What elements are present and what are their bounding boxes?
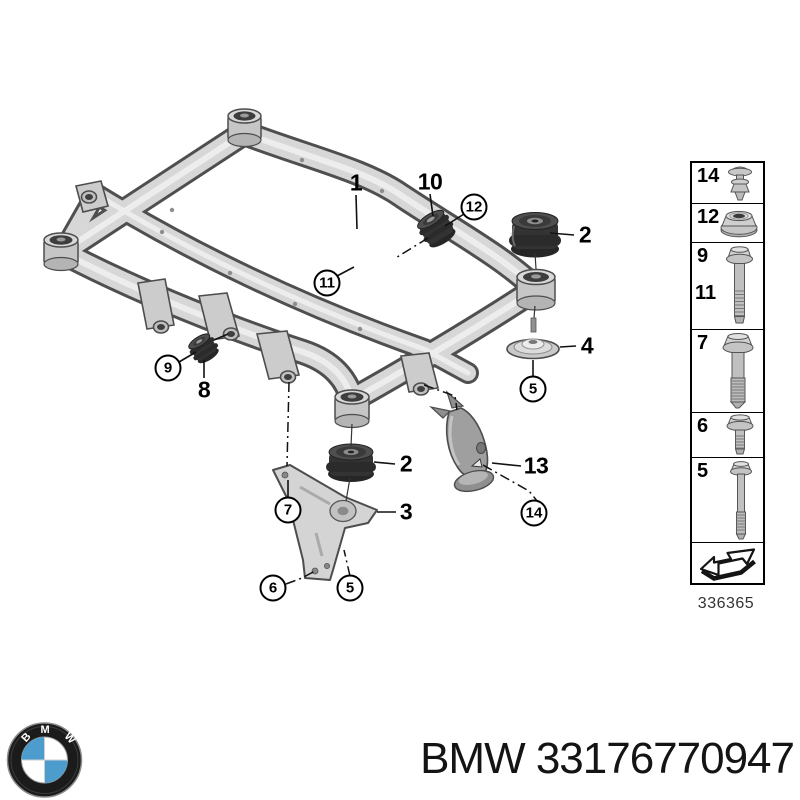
callout-4: 4 [580,332,594,359]
callout-11: 11 [313,269,341,297]
mount-lower-center [334,389,370,429]
bmw-logo: B M W [6,722,83,798]
callout-12: 12 [460,193,488,221]
callout-14: 14 [520,499,548,527]
legend-row-7: 7 [692,330,763,413]
legend-row-5: 5 [692,458,763,543]
explosion-axis-lines [345,252,537,502]
hex-flange-bolt-medium-icon [722,333,754,409]
callout-2-upper: 2 [578,221,592,248]
callout-6: 6 [259,574,287,602]
callout-13: 13 [523,452,549,479]
diagram-number: 336365 [697,595,755,612]
legend-label-9: 9 [697,245,709,267]
fastener-legend: 14 12 9 11 [690,161,765,585]
part-2-bushing-bottom [326,443,376,482]
legend-label-11: 11 [695,282,717,304]
part-2-bushing-top [509,212,561,258]
legend-row-arrow [692,543,763,583]
part-8-bushing [188,333,219,364]
flange-nut-icon [720,210,758,238]
part-4-washer [506,305,560,360]
part-3-bracket [272,464,378,581]
mount-left [43,232,79,272]
leader-lines-dashdot [285,237,539,585]
callout-1: 1 [349,169,363,196]
callout-8: 8 [197,376,211,403]
mount-top [227,108,262,148]
legend-row-14: 14 [692,163,763,204]
callout-7: 7 [274,496,302,524]
part-13-bracket [428,390,495,493]
subframe-brackets [75,180,439,396]
subframe-beams [49,120,549,413]
legend-label-7: 7 [697,332,709,354]
legend-label-6: 6 [697,415,709,437]
callout-5-lower: 5 [336,574,364,602]
legend-label-12: 12 [697,206,720,228]
frame-mount-towers [43,108,556,429]
legend-label-5: 5 [697,460,709,482]
callout-2-lower: 2 [399,450,413,477]
mount-right [516,268,556,311]
legend-label-14: 14 [697,165,720,187]
logo-letter-m: M [41,724,50,736]
legend-row-6: 6 [692,413,763,458]
hex-flange-bolt-long-icon [726,246,753,324]
direction-arrow-icon [699,548,756,581]
part-10-bushing [417,209,456,248]
legend-row-12: 12 [692,204,763,243]
part-number-text: BMW 33176770947 [420,734,795,783]
leader-lines-solid [178,193,577,513]
legend-row-9-11: 9 11 [692,243,763,330]
callout-9: 9 [154,354,182,382]
plastic-rivet-icon [727,166,753,201]
callout-3: 3 [399,498,413,525]
callout-10: 10 [417,168,443,195]
hex-flange-bolt-short-icon [726,414,754,455]
hex-flange-bolt-thin-icon [730,461,752,540]
callout-5-upper: 5 [519,375,547,403]
